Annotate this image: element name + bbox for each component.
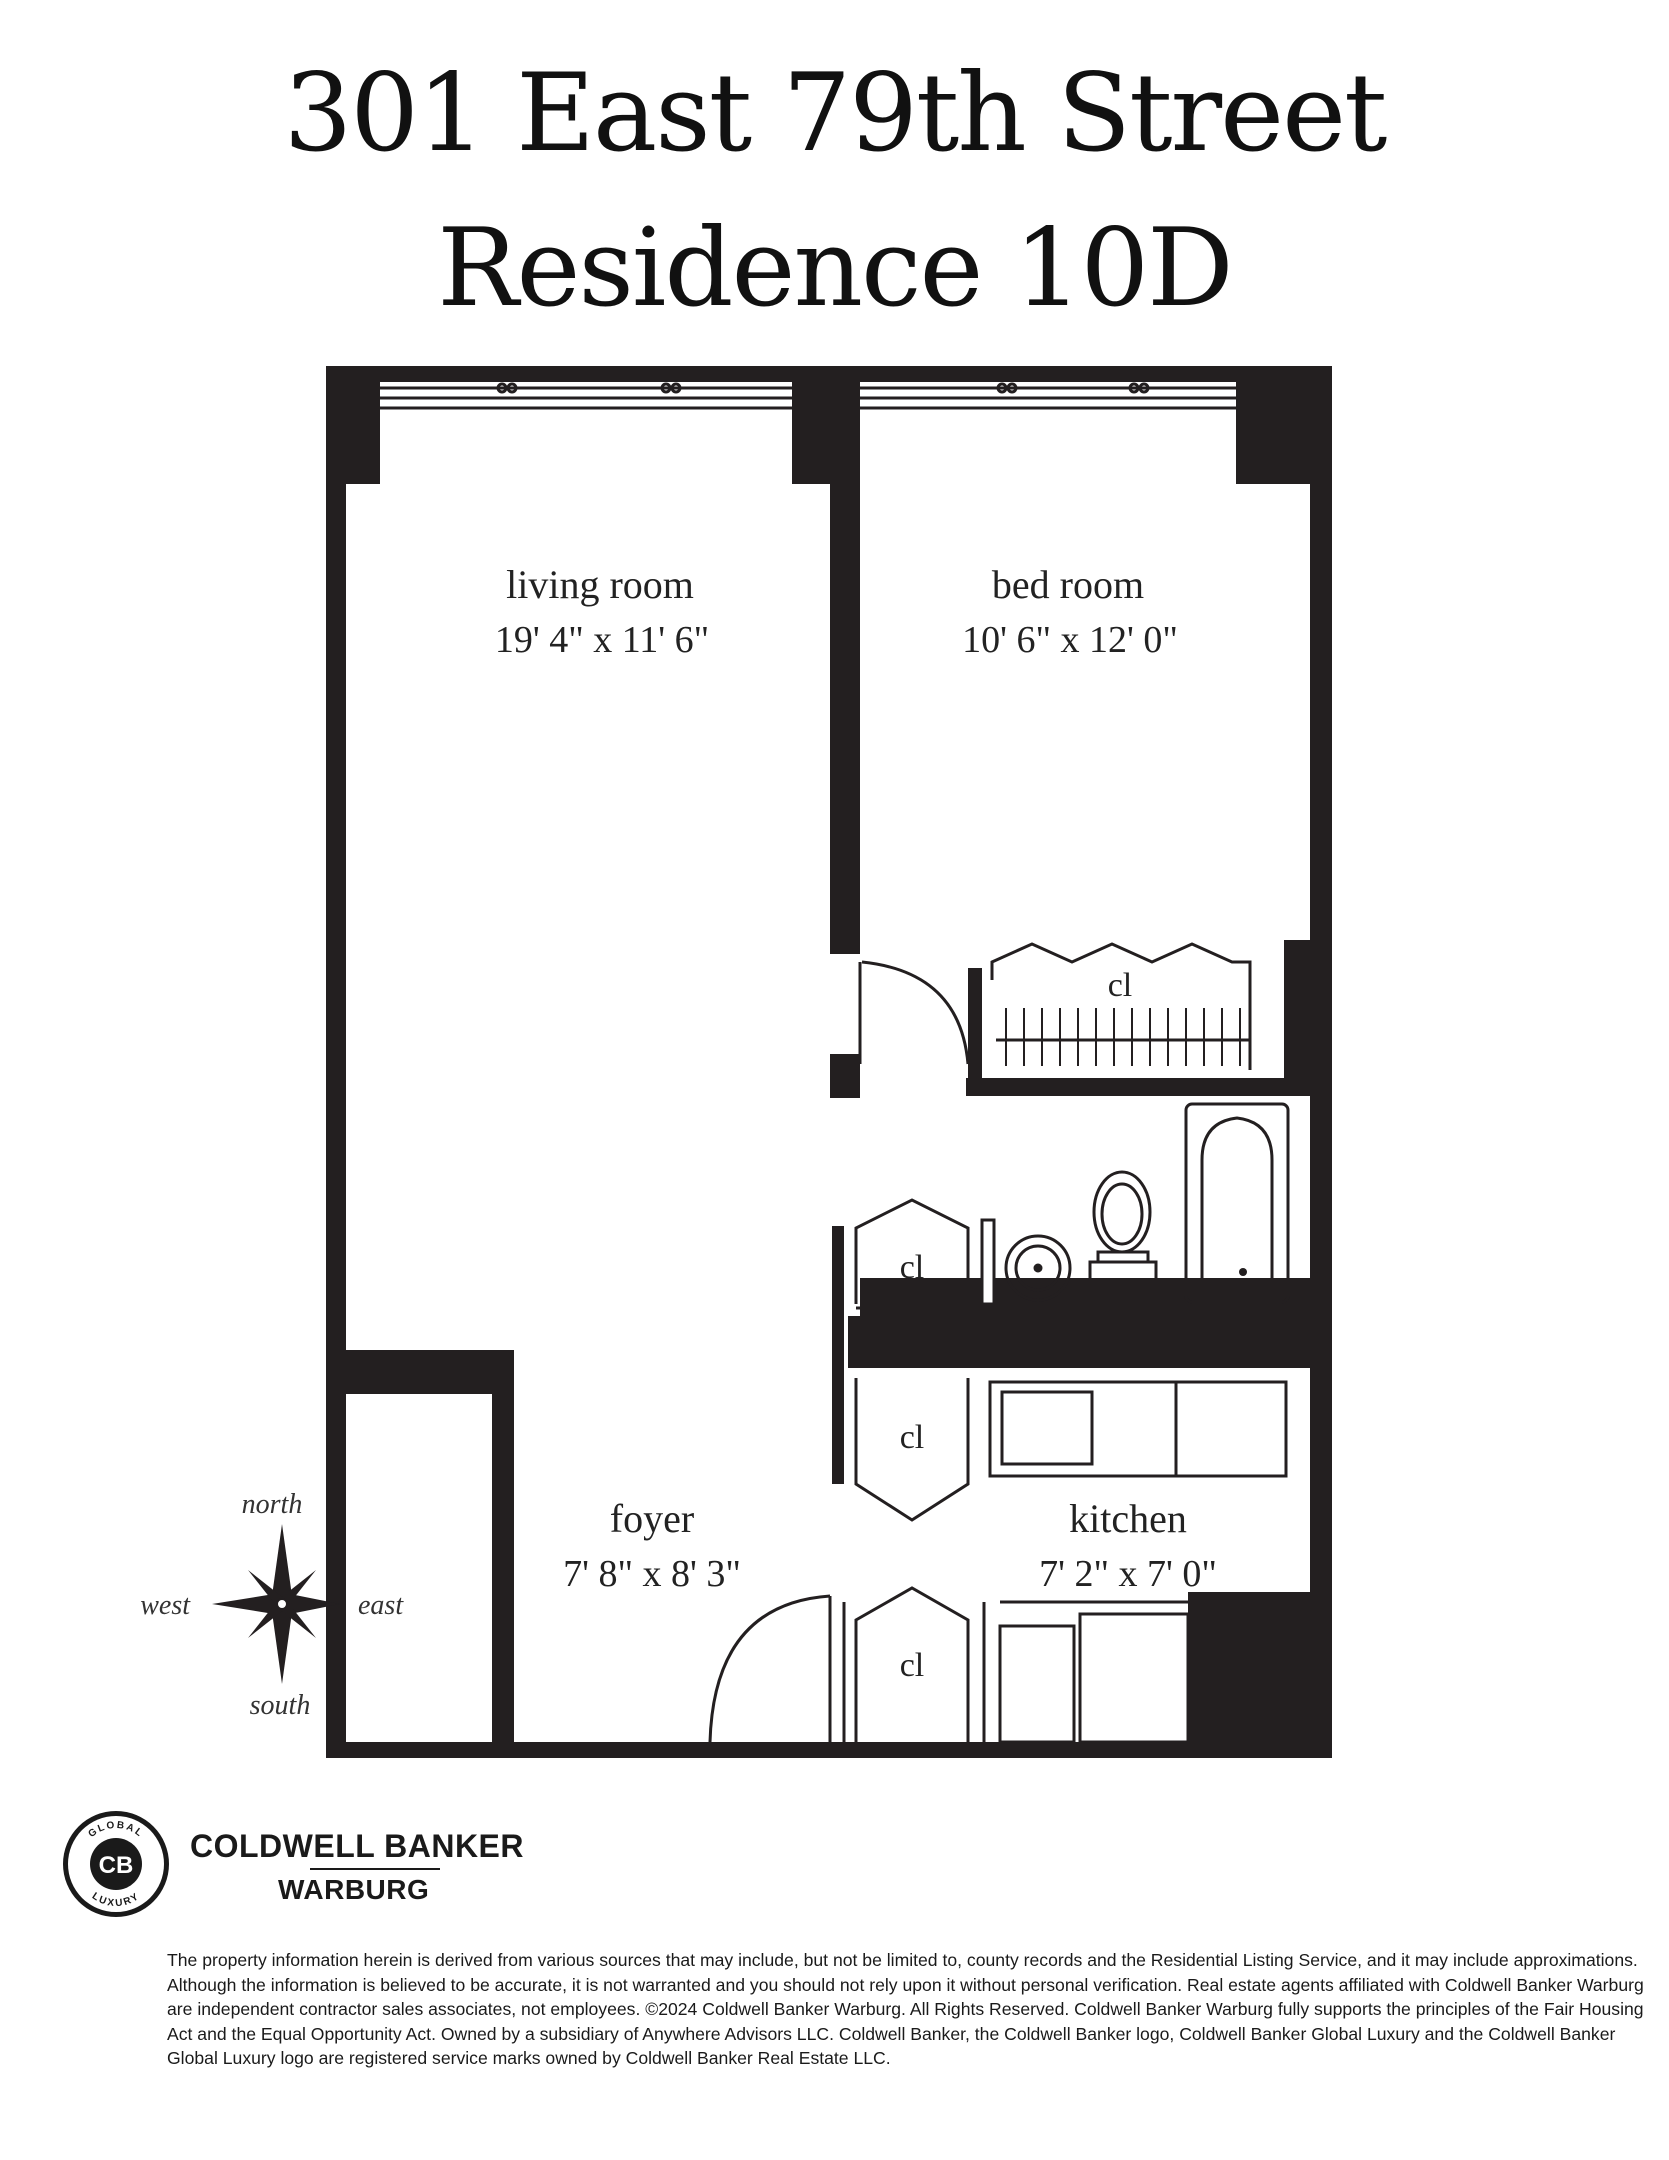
foyer-dims: 7' 8" x 8' 3": [563, 1553, 741, 1595]
entry-door: [708, 1594, 832, 1743]
foyer-label: foyer: [610, 1496, 694, 1541]
bedroom-door: [858, 960, 970, 1065]
compass-west: west: [140, 1590, 191, 1621]
page-title: 301 East 79th Street: [283, 51, 1388, 176]
brand-logo: CB GLOBAL LUXURY COLDWELL BANKER WARBURG: [60, 1808, 580, 1918]
brand-name: COLDWELL BANKER: [190, 1828, 524, 1864]
window-bedroom: [860, 382, 1236, 410]
brand-divider: [310, 1868, 440, 1870]
legal-disclaimer: The property information herein is deriv…: [167, 1950, 1644, 2068]
page-subtitle: Residence 10D: [437, 206, 1234, 331]
kitchen-counters: [988, 1380, 1288, 1744]
hall-closet-3: [842, 1586, 986, 1742]
hall-closet-1: [854, 1198, 996, 1310]
bedroom-closet: [990, 942, 1252, 1070]
living-room-dims: 19' 4" x 11' 6": [495, 619, 709, 661]
floor-plan: living room 19' 4" x 11' 6" bed room 10'…: [140, 366, 1332, 1758]
compass-rose: [212, 1524, 340, 1684]
brand-office: WARBURG: [278, 1874, 430, 1905]
sink: [1004, 1234, 1072, 1302]
closet-label-bedroom: cl: [1108, 967, 1133, 1004]
closet-label-hall-3: cl: [900, 1647, 925, 1684]
bedroom-dims: 10' 6" x 12' 0": [962, 619, 1178, 661]
compass-north: north: [242, 1489, 303, 1520]
seal-mark: CB: [99, 1852, 134, 1879]
living-room-label: living room: [506, 562, 694, 607]
outer-walls: [326, 366, 1332, 1758]
kitchen-dims: 7' 2" x 7' 0": [1039, 1553, 1217, 1595]
global-luxury-seal: CB GLOBAL LUXURY: [63, 1811, 169, 1917]
compass-east: east: [358, 1590, 404, 1621]
kitchen-label: kitchen: [1069, 1496, 1187, 1541]
bathroom: [984, 1096, 1310, 1304]
hall-closet-2: [854, 1378, 970, 1522]
window-living: [380, 382, 792, 410]
bathtub: [1184, 1102, 1290, 1304]
closet-label-hall-2: cl: [900, 1419, 925, 1456]
toilet: [1088, 1170, 1158, 1294]
bedroom-label: bed room: [992, 562, 1144, 607]
interior-walls: [826, 382, 1332, 1742]
compass-south: south: [250, 1690, 311, 1721]
closet-label-hall-1: cl: [900, 1249, 925, 1286]
